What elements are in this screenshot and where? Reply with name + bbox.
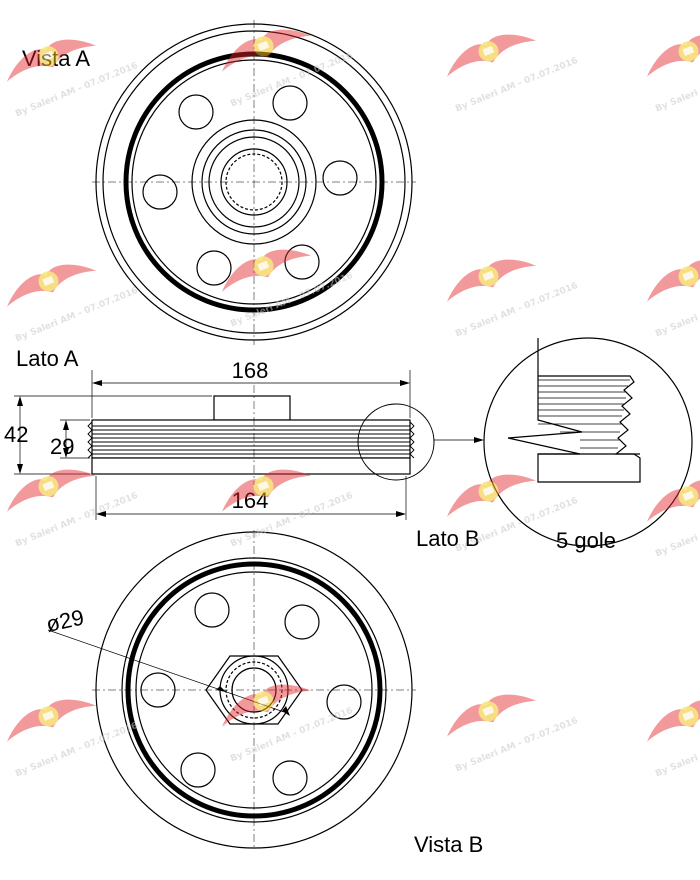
watermark-layer: By Saleri AM - 07.07.2016 By Saleri AM - …: [0, 18, 700, 779]
watermark-logo-icon: [439, 683, 538, 741]
watermark-tile: By Saleri AM - 07.07.2016: [439, 683, 579, 774]
watermark-tile: By Saleri AM - 07.07.2016: [214, 238, 354, 329]
view-a-pulley: [92, 20, 416, 345]
watermark-tile: By Saleri AM - 07.07.2016: [439, 23, 579, 114]
dim-bore-diameter: ø29: [44, 605, 86, 637]
watermark-logo-icon: [214, 673, 313, 731]
watermark-logo-icon: [0, 253, 98, 311]
dim-belt-height: 29: [50, 434, 74, 459]
watermark-logo-icon: [639, 23, 700, 81]
watermark-tile: By Saleri AM - 07.07.2016: [214, 673, 354, 764]
watermark-logo-icon: [0, 458, 98, 516]
watermark-logo-icon: [0, 688, 98, 746]
side-a-label: Lato A: [16, 346, 79, 371]
watermark-logo-icon: [639, 688, 700, 746]
view-a-holes: [142, 85, 358, 286]
side-section-profile: [14, 370, 484, 520]
watermark-logo-icon: [214, 18, 313, 76]
watermark-text: By Saleri AM - 07.07.2016: [14, 491, 139, 549]
watermark-text: By Saleri AM - 07.07.2016: [454, 281, 579, 339]
watermark-text: By Saleri AM - 07.07.2016: [454, 716, 579, 774]
groove-detail: [483, 337, 693, 547]
side-b-label: Lato B: [416, 526, 480, 551]
view-b-label: Vista B: [414, 832, 483, 857]
watermark-logo-icon: [639, 248, 700, 306]
watermark-logo-icon: [439, 23, 538, 81]
watermark-tile: By Saleri AM - 07.07.2016: [0, 688, 139, 779]
watermark-text: By Saleri AM - 07.07.2016: [14, 721, 139, 779]
watermark-text: By Saleri AM - 07.07.2016: [14, 286, 139, 344]
watermark-logo-icon: [439, 248, 538, 306]
watermark-tile: By Saleri AM - 07.07.2016: [439, 248, 579, 339]
watermark-tile: By Saleri AM - 07.07.2016: [639, 248, 700, 339]
dim-outer-width: 168: [232, 358, 269, 383]
watermark-text: By Saleri AM - 07.07.2016: [229, 706, 354, 764]
watermark-tile: By Saleri AM - 07.07.2016: [639, 688, 700, 779]
watermark-text: By Saleri AM - 07.07.2016: [229, 271, 354, 329]
watermark-logo-icon: [214, 238, 313, 296]
view-b-pulley: [47, 530, 416, 850]
watermark-tile: By Saleri AM - 07.07.2016: [639, 23, 700, 114]
watermark-text: By Saleri AM - 07.07.2016: [454, 56, 579, 114]
view-b-holes: [140, 592, 362, 796]
belt-grooves: [87, 421, 415, 459]
grooves-count-label: 5 gole: [556, 528, 616, 553]
dim-total-height: 42: [4, 422, 28, 447]
watermark-tile: By Saleri AM - 07.07.2016: [0, 253, 139, 344]
watermark-tile: By Saleri AM - 07.07.2016: [639, 468, 700, 559]
watermark-logo-icon: [639, 468, 700, 526]
